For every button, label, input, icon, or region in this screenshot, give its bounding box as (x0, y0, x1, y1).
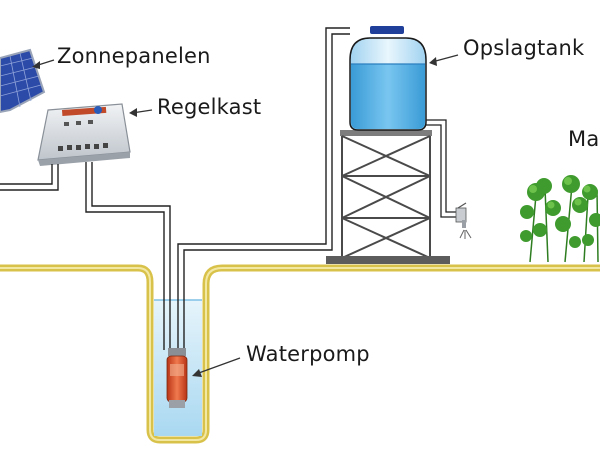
solar-pointer-arrow (32, 59, 55, 69)
plants-label: Ma (568, 127, 600, 151)
solar-panel-icon (0, 48, 46, 114)
water-pump-label: Waterpomp (246, 342, 370, 366)
supply-pipe (177, 27, 350, 350)
pump-pointer-arrow (192, 357, 241, 377)
tank-pointer-arrow (429, 54, 459, 66)
tank-tower-icon (326, 130, 450, 264)
plant-icon (520, 175, 600, 263)
outlet-pipe (426, 119, 458, 218)
controller-pointer-arrow (129, 108, 153, 117)
ground-line-inner (0, 267, 600, 441)
water-pump-icon (166, 348, 188, 408)
pump-cable (85, 162, 171, 350)
storage-tank-label: Opslagtank (463, 36, 585, 60)
solar-panels-label: Zonnepanelen (57, 44, 211, 68)
controller-box-icon (37, 103, 131, 166)
storage-tank-icon (349, 26, 427, 131)
solar-cable (0, 164, 59, 191)
controller-label: Regelkast (157, 95, 262, 119)
tap-icon (455, 202, 472, 239)
